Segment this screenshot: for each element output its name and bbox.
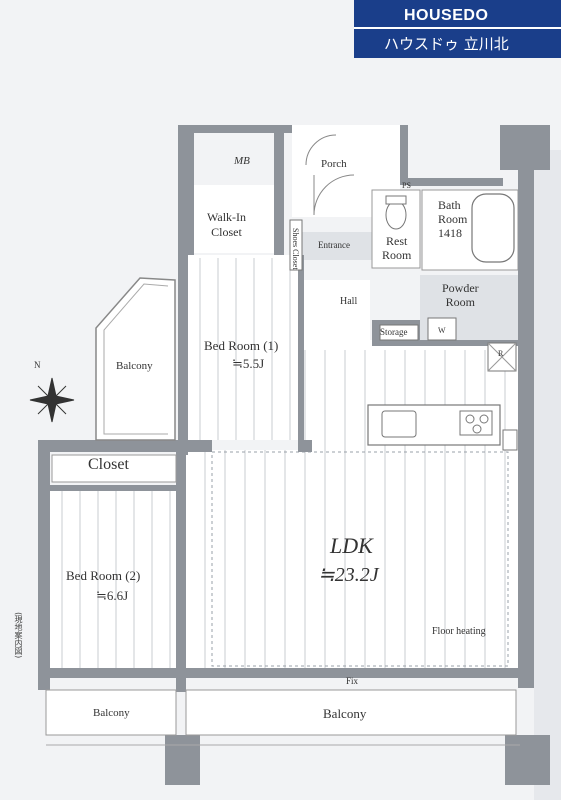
hall-label: Hall <box>340 296 358 307</box>
closet-label: Closet <box>88 456 129 473</box>
sw-balcony-outline <box>45 689 177 736</box>
walk-in-closet-floor <box>186 185 274 253</box>
side-note: (現地案内図) <box>14 612 23 659</box>
washer-space <box>427 317 457 341</box>
porch-label: Porch <box>321 158 347 170</box>
bedroom2-size: ≒6.6J <box>96 588 129 603</box>
brand-subtitle: ハウスドゥ 立川北 <box>384 35 509 53</box>
ldk-size: ≒23.2J <box>318 564 379 586</box>
nw-balcony-inner <box>103 283 169 435</box>
fridge-label: R <box>498 349 504 358</box>
storage-box <box>379 324 419 341</box>
storage-label: Storage <box>380 327 408 337</box>
bedroom2-label: Bed Room (2) <box>66 568 141 583</box>
bedroom2-floor <box>46 485 184 670</box>
porch-door-swing <box>305 134 337 166</box>
sink-icon <box>381 410 417 438</box>
mb-label: MB <box>234 155 250 167</box>
bedroom1-floor <box>186 255 298 440</box>
fix-label: Fix <box>346 676 359 686</box>
brand-divider <box>354 27 561 29</box>
ldk-label: LDK <box>330 533 373 558</box>
floorboard-lines <box>61 258 506 668</box>
ps-label: PS <box>402 181 411 190</box>
wall-unit <box>502 429 518 451</box>
nw-balcony-outline <box>95 277 176 441</box>
s-balcony-outline <box>185 689 517 736</box>
bedroom1-label: Bed Room (1) <box>204 338 279 353</box>
bedroom1-size: ≒5.5J <box>232 356 265 371</box>
bathtub-icon <box>471 193 515 263</box>
closet-box <box>51 454 177 483</box>
nw-balcony-label: Balcony <box>116 360 153 372</box>
washer-label: W <box>438 326 446 335</box>
floor-heating-label: Floor heating <box>432 626 486 637</box>
compass-north-label: N <box>34 360 41 370</box>
sw-balcony-label: Balcony <box>93 707 130 719</box>
floor-heating-area <box>211 451 509 667</box>
hall-floor <box>300 280 370 342</box>
stove-icon <box>459 410 493 436</box>
brand-logo[interactable]: HOUSEDO <box>404 7 489 24</box>
entrance-label: Entrance <box>318 240 350 250</box>
entry-door-swing <box>313 174 355 216</box>
shoes-closet-label: Shoes Closet <box>291 228 300 270</box>
s-balcony-label: Balcony <box>323 706 367 721</box>
entrance-floor <box>302 232 372 260</box>
ldk-floor <box>186 450 520 670</box>
shoes-closet-box <box>289 219 303 271</box>
walls <box>38 125 550 785</box>
brand-logo-panel[interactable] <box>354 0 561 58</box>
toilet-icon <box>385 200 407 230</box>
compass-icon <box>29 377 75 423</box>
